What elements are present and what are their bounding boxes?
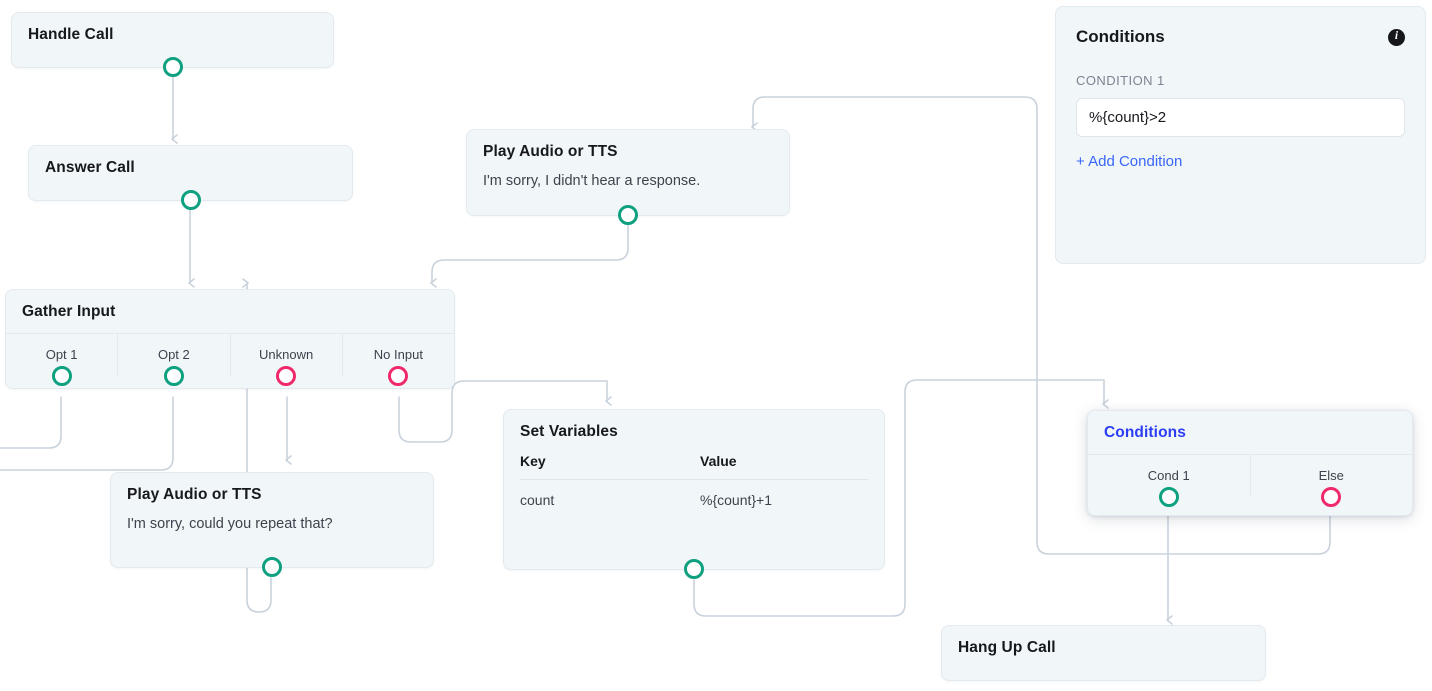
conditions-properties-panel: Conditions i CONDITION 1 + Add Condition xyxy=(1055,6,1426,264)
panel-title: Conditions xyxy=(1076,27,1165,46)
condition-input[interactable] xyxy=(1076,98,1405,137)
output-port-ok[interactable] xyxy=(180,190,201,210)
column-header-key: Key xyxy=(520,452,546,469)
node-subtitle: I'm sorry, I didn't hear a response. xyxy=(483,172,701,189)
port-label: Opt 2 xyxy=(157,346,190,362)
info-icon[interactable]: i xyxy=(1388,28,1405,46)
output-port-ok[interactable] xyxy=(262,557,282,577)
output-port-cond-1[interactable]: Cond 1 xyxy=(1088,455,1250,507)
node-play-audio-repeat[interactable]: Play Audio or TTS I'm sorry, could you r… xyxy=(110,472,434,577)
output-port-no-input[interactable]: No Input xyxy=(341,333,454,386)
edge-opt2-left xyxy=(0,396,174,471)
node-title: Answer Call xyxy=(45,159,135,176)
port-label: Opt 1 xyxy=(45,346,78,362)
node-answer-call[interactable]: Answer Call xyxy=(28,145,353,210)
port-dot-error[interactable] xyxy=(276,365,297,386)
output-port-ok[interactable] xyxy=(618,205,638,225)
port-dot-ok[interactable] xyxy=(1158,486,1179,507)
node-title: Play Audio or TTS xyxy=(127,486,262,503)
port-label: Cond 1 xyxy=(1147,467,1190,483)
port-dot-ok[interactable] xyxy=(51,365,72,386)
output-port-opt-1[interactable]: Opt 1 xyxy=(6,334,117,386)
node-title: Gather Input xyxy=(22,303,116,320)
edge-noresponse-to-gather xyxy=(430,223,629,288)
node-title: Play Audio or TTS xyxy=(483,143,618,160)
node-hang-up-call[interactable]: Hang Up Call xyxy=(941,625,1266,681)
output-port-row: Cond 1 Else xyxy=(1088,453,1413,507)
port-dot-error[interactable] xyxy=(388,365,409,386)
node-title: Set Variables xyxy=(520,423,618,440)
table-row[interactable]: count %{count}+1 xyxy=(520,478,868,526)
cell-value: %{count}+1 xyxy=(700,491,773,508)
cell-key: count xyxy=(520,491,555,508)
node-set-variables[interactable]: Set Variables Key Value count %{count}+1 xyxy=(503,409,885,579)
port-label: Else xyxy=(1318,467,1344,483)
port-label: No Input xyxy=(373,346,423,362)
table-header-row: Key Value xyxy=(520,453,868,479)
node-title: Hang Up Call xyxy=(958,639,1056,656)
node-title: Conditions xyxy=(1104,424,1186,441)
output-port-ok[interactable] xyxy=(162,57,183,77)
panel-header: Conditions i xyxy=(1056,7,1425,47)
output-port-ok[interactable] xyxy=(684,559,704,579)
column-header-value: Value xyxy=(700,452,737,469)
output-port-row: Opt 1 Opt 2 Unknown No Input xyxy=(6,332,454,386)
add-condition-link[interactable]: + Add Condition xyxy=(1076,153,1183,170)
node-title: Handle Call xyxy=(28,26,114,43)
node-play-audio-no-response[interactable]: Play Audio or TTS I'm sorry, I didn't he… xyxy=(466,129,790,225)
condition-field-label: CONDITION 1 xyxy=(1076,73,1165,88)
port-label: Unknown xyxy=(259,346,314,362)
output-port-unknown[interactable]: Unknown xyxy=(229,333,342,386)
node-subtitle: I'm sorry, could you repeat that? xyxy=(127,515,333,532)
node-conditions[interactable]: Conditions Cond 1 Else xyxy=(1087,410,1413,516)
port-dot-ok[interactable] xyxy=(163,365,184,386)
node-handle-call[interactable]: Handle Call xyxy=(11,12,334,77)
output-port-opt-2[interactable]: Opt 2 xyxy=(117,333,229,386)
output-port-else[interactable]: Else xyxy=(1249,454,1413,507)
edge-opt1-left xyxy=(0,396,62,449)
variables-table: Key Value count %{count}+1 xyxy=(504,453,884,526)
node-gather-input[interactable]: Gather Input Opt 1 Opt 2 Unknown No Inpu… xyxy=(5,289,455,389)
port-dot-error[interactable] xyxy=(1321,486,1342,507)
